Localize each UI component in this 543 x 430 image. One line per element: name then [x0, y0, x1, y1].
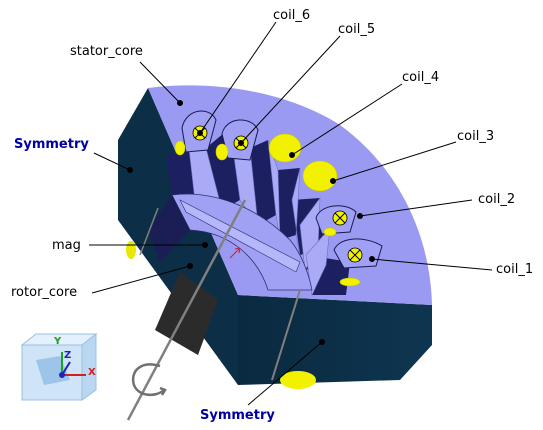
magnetization-arrow [229, 247, 241, 259]
label-stator-core: stator_core [70, 44, 143, 59]
coil-end-left [126, 241, 136, 259]
label-coil-1: coil_1 [496, 262, 534, 277]
orientation-triad[interactable] [20, 332, 98, 401]
label-rotor-core: rotor_core [11, 285, 78, 300]
shaft-hole [150, 330, 198, 395]
triad-z-label: Z [64, 350, 72, 361]
label-symmetry-bottom: Symmetry [200, 408, 275, 423]
leader-lines [89, 21, 493, 406]
label-coil-6: coil_6 [273, 8, 311, 23]
arrow-head [234, 247, 241, 254]
triad-x-label: X [88, 367, 96, 378]
rotor-core-side [155, 272, 218, 355]
left-edge-line [139, 207, 159, 256]
mag-strip [179, 199, 301, 273]
rotation-axis [126, 199, 247, 421]
label-symmetry-left: Symmetry [14, 137, 89, 152]
coil-end-bottom [280, 371, 316, 389]
label-mag: mag [52, 238, 81, 253]
stator-front-face [238, 295, 432, 385]
label-coil-4: coil_4 [402, 70, 440, 85]
label-coil-3: coil_3 [457, 129, 495, 144]
triad-y-label: Y [54, 336, 62, 347]
label-coil-5: coil_5 [338, 22, 376, 37]
symmetry-axis-line [271, 289, 301, 381]
label-coil-2: coil_2 [478, 192, 516, 207]
rotation-arrow-icon [131, 363, 167, 397]
